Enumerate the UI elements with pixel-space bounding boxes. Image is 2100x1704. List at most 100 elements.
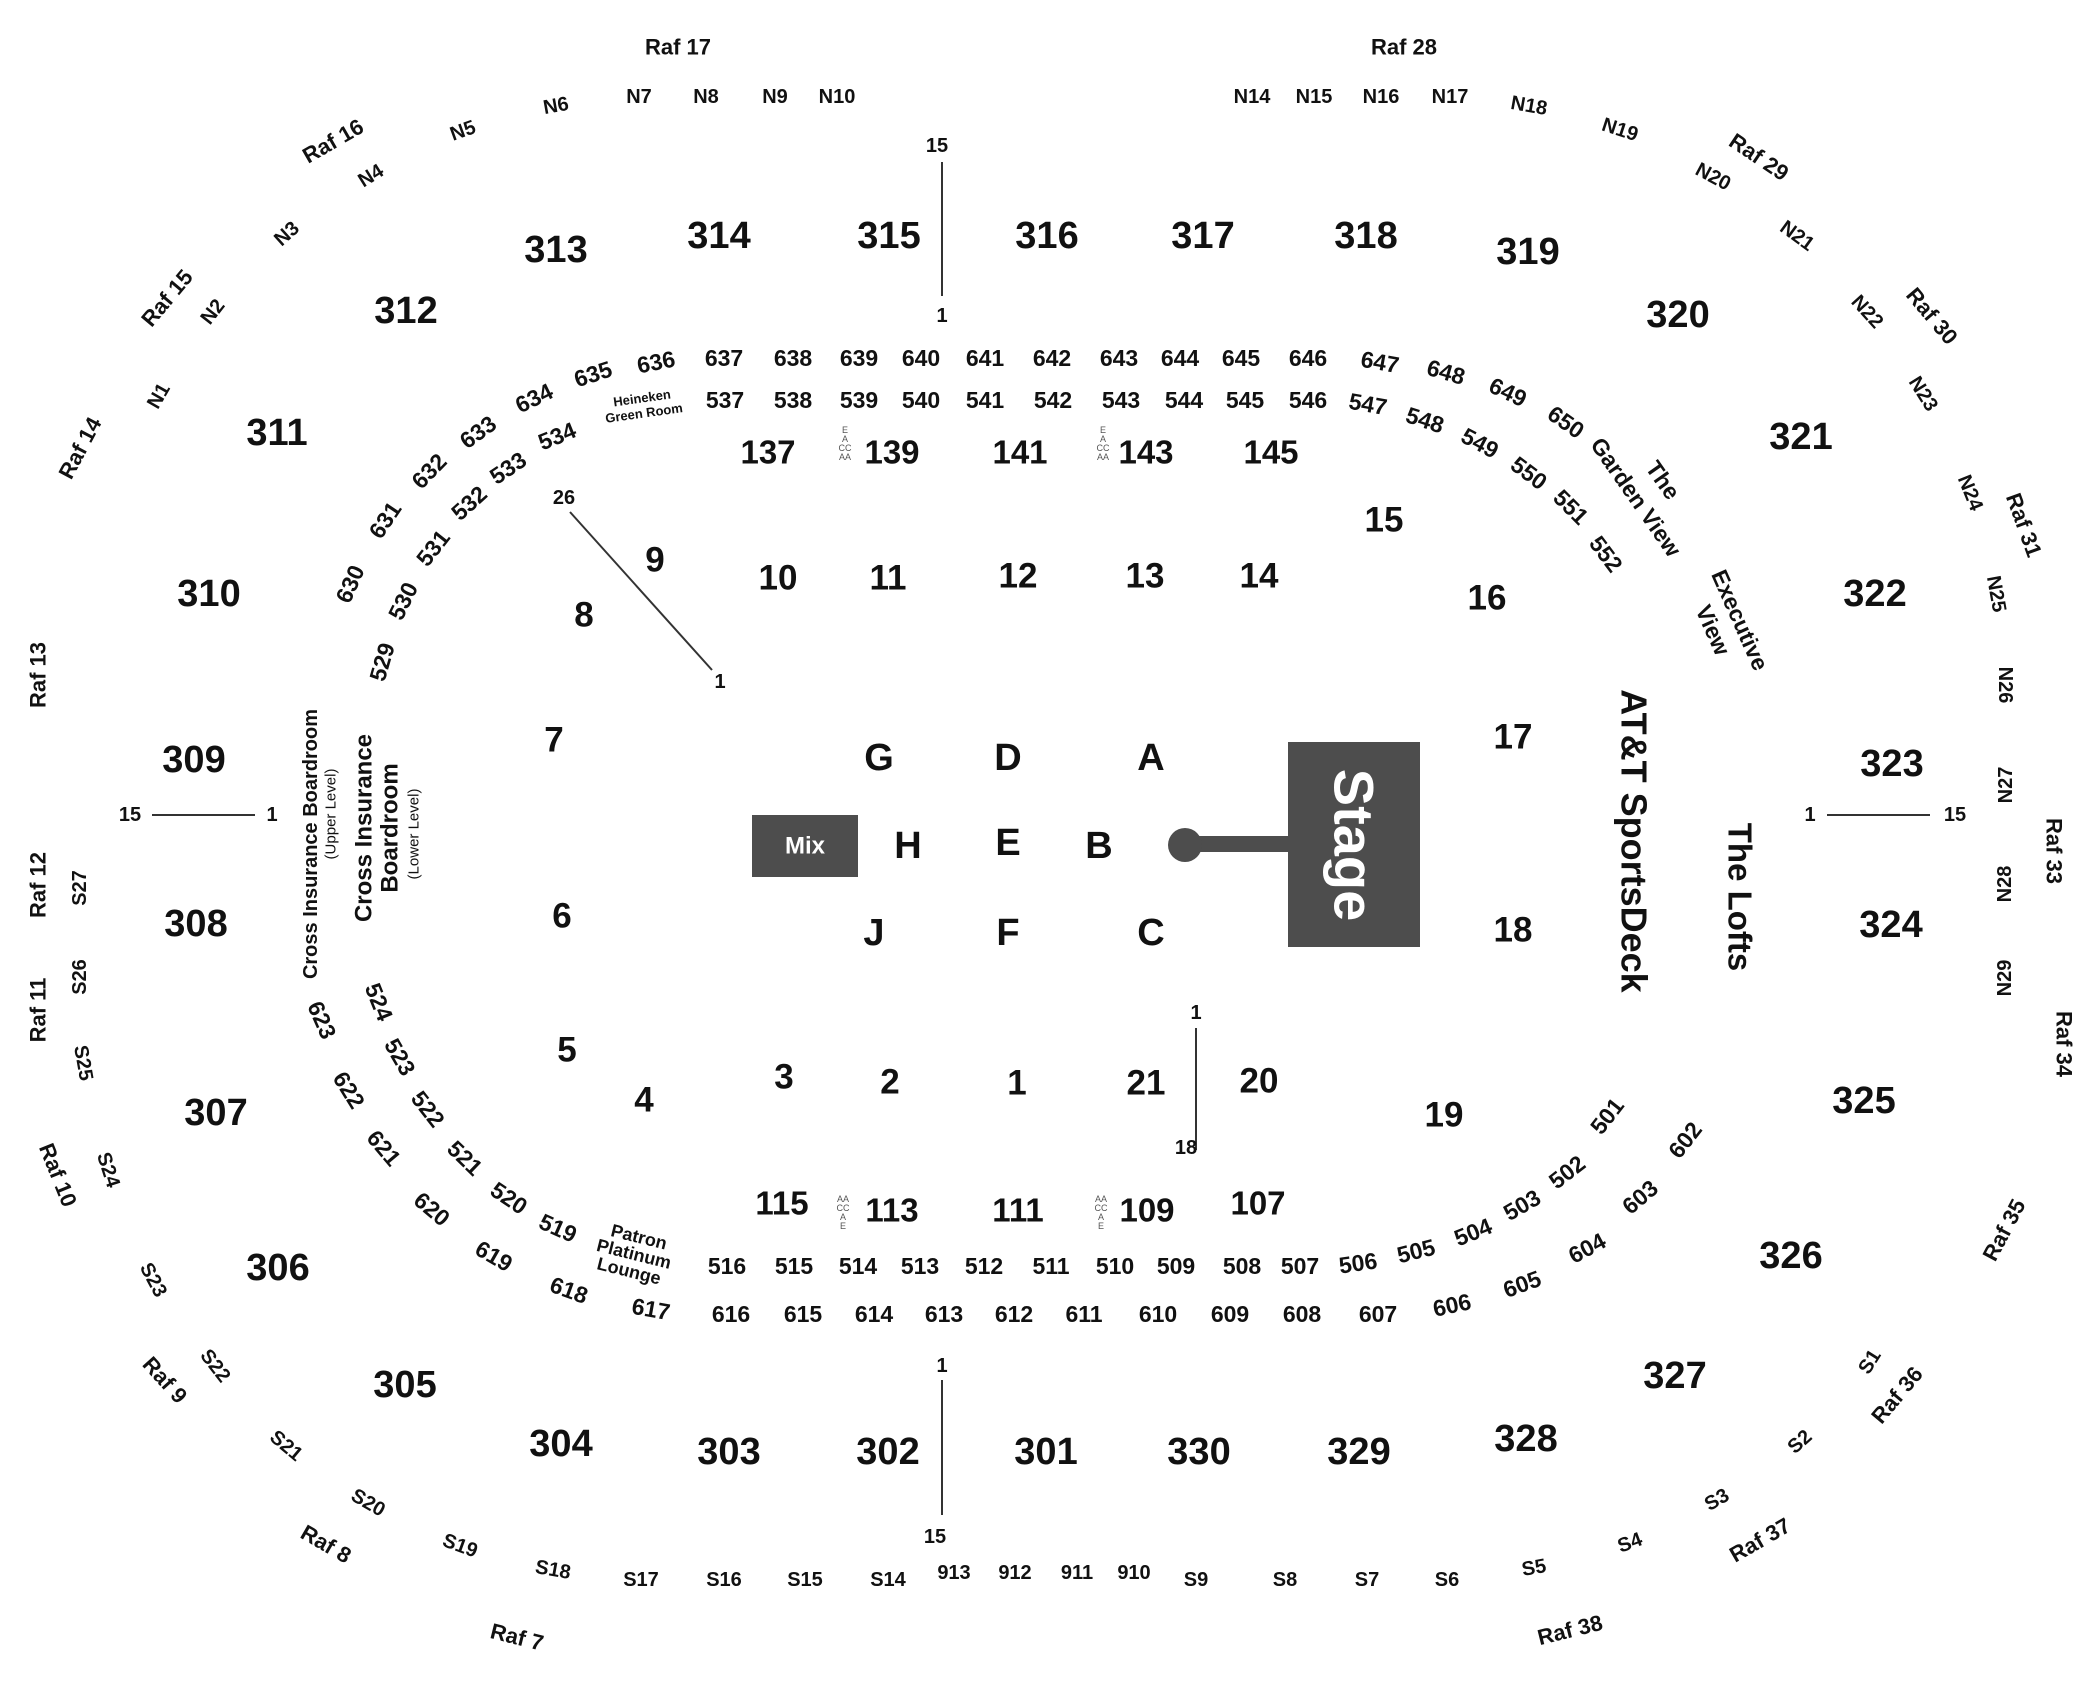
section-600[interactable]: 623 [302, 997, 341, 1043]
section-300[interactable]: 312 [374, 290, 437, 332]
suite-north[interactable]: N19 [1599, 114, 1641, 146]
section-600[interactable]: 641 [966, 345, 1005, 371]
cross-insurance-boardroom-lower[interactable]: Cross Insurance [351, 734, 378, 922]
suite-north[interactable]: N18 [1509, 92, 1549, 120]
section-lower[interactable]: 19 [1425, 1096, 1464, 1135]
section-500[interactable]: 502 [1544, 1150, 1590, 1194]
section-300[interactable]: 315 [857, 215, 920, 257]
suite-north[interactable]: N3 [270, 217, 304, 250]
rafter-section[interactable]: Raf 8 [296, 1520, 355, 1569]
suite-south[interactable]: S8 [1273, 1569, 1297, 1591]
suite-south[interactable]: S7 [1355, 1569, 1379, 1591]
section-600[interactable]: 602 [1663, 1117, 1707, 1163]
section-500[interactable]: 501 [1585, 1093, 1629, 1139]
section-500[interactable]: 514 [839, 1253, 878, 1279]
section-100[interactable]: 141 [992, 434, 1047, 471]
section-500[interactable]: 510 [1096, 1253, 1134, 1279]
section-300[interactable]: 327 [1643, 1355, 1706, 1397]
rafter-section[interactable]: Raf 29 [1725, 128, 1794, 186]
rafter-section[interactable]: Raf 28 [1371, 35, 1437, 60]
suite-north[interactable]: N29 [1994, 960, 2016, 997]
section-500[interactable]: 531 [411, 525, 455, 571]
section-600[interactable]: 637 [705, 345, 743, 371]
section-500[interactable]: 504 [1450, 1213, 1496, 1252]
suite-south[interactable]: S2 [1784, 1426, 1817, 1459]
section-500[interactable]: 507 [1281, 1253, 1319, 1279]
rafter-section[interactable]: Raf 34 [2052, 1011, 2077, 1078]
section-600[interactable]: 648 [1424, 354, 1468, 390]
section-300[interactable]: 318 [1334, 215, 1397, 257]
rafter-section[interactable]: Raf 35 [1977, 1195, 2030, 1265]
section-500[interactable]: 505 [1394, 1234, 1438, 1269]
suite-north[interactable]: N24 [1953, 472, 1987, 515]
section-300[interactable]: 317 [1171, 215, 1234, 257]
section-500[interactable]: 516 [708, 1253, 746, 1279]
section-100[interactable]: 111 [992, 1192, 1043, 1229]
section-500[interactable]: 538 [774, 387, 813, 413]
section-600[interactable]: 615 [784, 1301, 823, 1327]
section-100[interactable]: 109 [1119, 1192, 1174, 1229]
section-500[interactable]: 542 [1034, 387, 1072, 413]
suite-south[interactable]: S17 [623, 1569, 659, 1591]
suite-900[interactable]: 911 [1061, 1562, 1093, 1584]
section-500[interactable]: 506 [1337, 1247, 1379, 1278]
section-lower[interactable]: 13 [1126, 557, 1165, 596]
section-100[interactable]: 113 [865, 1192, 918, 1229]
section-100[interactable]: 137 [740, 434, 795, 471]
rafter-section[interactable]: Raf 9 [138, 1352, 193, 1409]
section-600[interactable]: 646 [1289, 345, 1327, 371]
section-lower[interactable]: 4 [634, 1081, 654, 1120]
floor-section[interactable]: E [995, 822, 1020, 864]
section-600[interactable]: 632 [406, 448, 451, 494]
section-500[interactable]: 540 [902, 387, 940, 413]
suite-south[interactable]: S4 [1615, 1528, 1646, 1557]
suite-south[interactable]: S1 [1854, 1346, 1886, 1378]
floor-section[interactable]: H [894, 825, 921, 867]
section-300[interactable]: 323 [1860, 743, 1923, 785]
section-600[interactable]: 610 [1139, 1301, 1177, 1327]
section-300[interactable]: 319 [1496, 231, 1559, 273]
section-500[interactable]: 545 [1226, 387, 1265, 413]
section-500[interactable]: 532 [446, 481, 492, 526]
rafter-section[interactable]: Raf 38 [1535, 1610, 1605, 1650]
rafter-section[interactable]: Raf 31 [2001, 490, 2047, 561]
floor-section[interactable]: C [1137, 912, 1164, 954]
section-100[interactable]: 139 [864, 434, 919, 471]
floor-section[interactable]: D [994, 737, 1021, 779]
section-500[interactable]: 509 [1157, 1253, 1195, 1279]
section-600[interactable]: 630 [330, 561, 369, 607]
rafter-section[interactable]: Raf 37 [1725, 1513, 1795, 1568]
floor-section[interactable]: J [863, 912, 884, 954]
suite-south[interactable]: S16 [706, 1569, 742, 1591]
rafter-section[interactable]: Raf 16 [298, 114, 368, 169]
section-500[interactable]: 508 [1223, 1253, 1262, 1279]
section-lower[interactable]: 6 [552, 897, 571, 936]
suite-north[interactable]: N4 [354, 159, 388, 192]
suite-north[interactable]: N27 [1995, 767, 2017, 804]
rafter-section[interactable]: Raf 11 [26, 978, 51, 1043]
section-600[interactable]: 606 [1431, 1288, 1474, 1321]
section-500[interactable]: 548 [1403, 402, 1448, 439]
rafter-section[interactable]: Raf 14 [53, 412, 106, 483]
suite-south[interactable]: S19 [440, 1530, 481, 1563]
suite-south[interactable]: S26 [69, 959, 91, 995]
section-500[interactable]: 543 [1102, 387, 1140, 413]
suite-south[interactable]: S25 [69, 1044, 97, 1083]
section-600[interactable]: 619 [471, 1235, 517, 1277]
section-100[interactable]: 145 [1243, 434, 1298, 471]
section-600[interactable]: 636 [635, 346, 678, 379]
section-500[interactable]: 522 [406, 1086, 450, 1132]
section-300[interactable]: 302 [856, 1431, 919, 1473]
rafter-section[interactable]: Raf 7 [488, 1618, 546, 1655]
suite-north[interactable]: N21 [1776, 216, 1819, 255]
section-300[interactable]: 310 [177, 573, 240, 615]
section-600[interactable]: 640 [902, 345, 940, 371]
mix-position[interactable] [752, 815, 858, 877]
suite-north[interactable]: N20 [1692, 159, 1735, 196]
section-600[interactable]: 635 [571, 356, 616, 393]
suite-south[interactable]: S3 [1701, 1484, 1733, 1515]
section-lower[interactable]: 16 [1468, 579, 1507, 618]
section-600[interactable]: 639 [840, 345, 878, 371]
section-300[interactable]: 322 [1843, 573, 1906, 615]
section-500[interactable]: 503 [1499, 1184, 1545, 1226]
